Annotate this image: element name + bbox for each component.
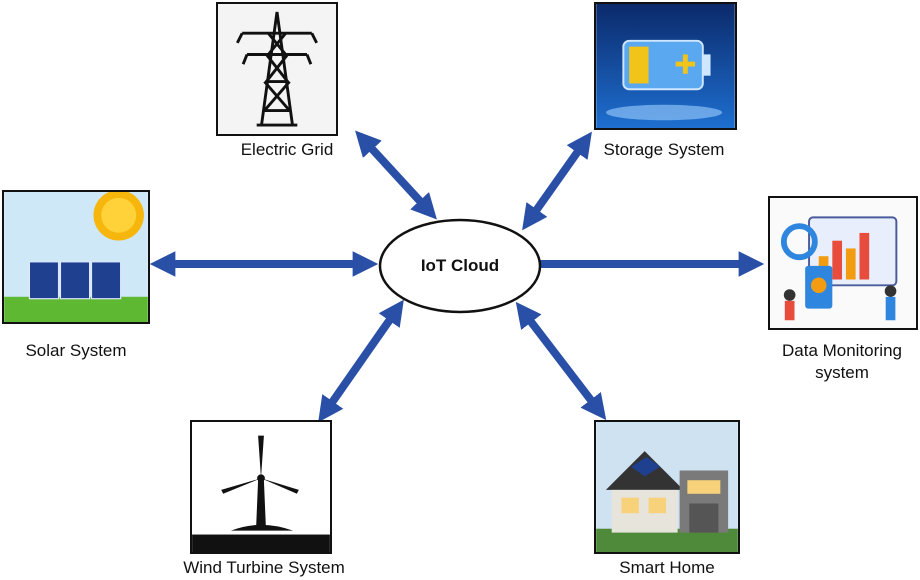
iot-cloud-label: IoT Cloud (420, 256, 500, 275)
iot-cloud-ellipse (378, 218, 542, 314)
dashboard-chart-icon (770, 198, 916, 328)
data-monitoring-label: Data Monitoring system (762, 340, 920, 384)
solar-panel-icon (4, 192, 148, 322)
smart-house-icon (596, 422, 738, 552)
wind-turbine-label: Wind Turbine System (183, 558, 345, 577)
transmission-tower-icon (218, 4, 336, 134)
arrow-storage-system (522, 131, 592, 231)
smart-home-label: Smart Home (619, 558, 715, 577)
wind-turbine-image (190, 420, 332, 554)
electric-grid-label: Electric Grid (240, 140, 334, 159)
wind-turbine-icon (192, 422, 330, 552)
solar-system-image (2, 190, 150, 324)
arrow-wind-turbine (318, 299, 404, 423)
arrow-smart-home (515, 301, 607, 421)
data-monitoring-label-line-1: Data Monitoring (781, 341, 902, 360)
battery-storage-icon (596, 4, 735, 128)
data-monitoring-label-line-2: system (815, 363, 869, 382)
smart-home-image (594, 420, 740, 554)
storage-system-image (594, 2, 737, 130)
electric-grid-image (216, 2, 338, 136)
arrow-electric-grid (355, 130, 437, 220)
solar-system-label: Solar System (25, 341, 127, 360)
data-monitoring-image (768, 196, 918, 330)
storage-system-label: Storage System (603, 140, 725, 159)
